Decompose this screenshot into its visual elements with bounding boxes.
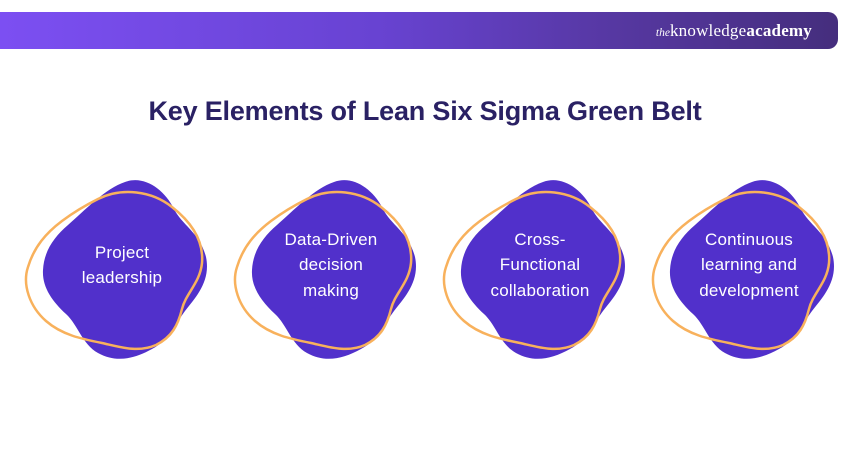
logo-text-knowledge: knowledge [669,20,747,40]
purple-blob-shape [251,180,416,359]
knowledge-academy-logo: theknowledgeacademy [656,22,812,40]
brand-header-bar: theknowledgeacademy [0,12,838,49]
page-title: Key Elements of Lean Six Sigma Green Bel… [148,96,702,126]
orange-blob-outline [233,190,413,351]
blob-graphic [442,180,625,359]
element-card-project-leadership: Project leadership [22,172,222,377]
element-card-cross-functional-collaboration: Cross- Functional collaboration [440,172,640,377]
purple-blob-shape [460,180,625,359]
element-card-data-driven-decision-making: Data-Driven decision making [231,172,431,377]
logo-text-academy: academy [746,20,812,40]
purple-blob-shape [42,180,207,359]
element-label: Data-Driven decision making [284,229,378,300]
element-label: Project leadership [81,242,163,288]
element-card-continuous-learning-development: Continuous learning and development [649,172,849,377]
orange-blob-outline [442,190,622,351]
logo-text-the: the [655,26,670,39]
blob-graphic [651,180,834,359]
purple-blob-shape [669,180,834,359]
orange-blob-outline [651,190,831,351]
blob-graphic [24,180,207,359]
element-label: Cross- Functional collaboration [490,229,590,300]
blob-graphic [233,180,416,359]
element-label: Continuous learning and development [699,229,799,300]
orange-blob-outline [24,190,204,351]
key-elements-row: Project leadership Data-Driven decision … [22,172,850,377]
